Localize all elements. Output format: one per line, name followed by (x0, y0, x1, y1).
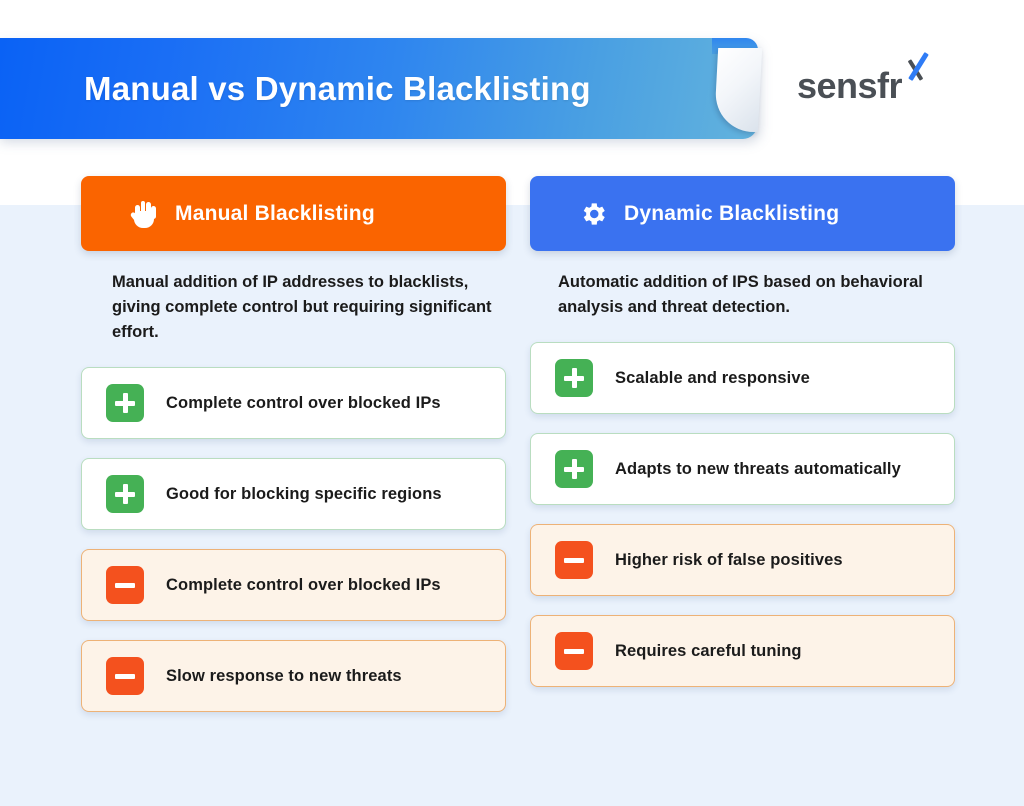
plus-icon (106, 475, 144, 514)
minus-icon (106, 657, 144, 696)
list-item[interactable]: Slow response to new threats (81, 640, 506, 713)
banner-ribbon (0, 38, 757, 139)
minus-icon (555, 541, 593, 580)
description-dynamic: Automatic addition of IPS based on behav… (558, 273, 923, 317)
list-item-label: Complete control over blocked IPs (166, 393, 441, 412)
list-item-label: Higher risk of false positives (615, 550, 843, 569)
minus-icon (106, 566, 144, 605)
feature-list-dynamic: Scalable and responsive Adapts to new th… (530, 342, 955, 688)
list-item[interactable]: Complete control over blocked IPs (81, 549, 506, 622)
section-header-dynamic-label: Dynamic Blacklisting (624, 201, 840, 225)
logo-x-icon (902, 52, 929, 98)
hand-icon (127, 197, 161, 231)
list-item-label: Requires careful tuning (615, 641, 802, 660)
list-item-label: Complete control over blocked IPs (166, 575, 441, 594)
list-item-label: Adapts to new threats automatically (615, 459, 901, 478)
list-item[interactable]: Complete control over blocked IPs (81, 367, 506, 440)
list-item[interactable]: Requires careful tuning (530, 615, 955, 688)
description-manual: Manual addition of IP addresses to black… (112, 273, 492, 342)
section-header-dynamic[interactable]: Dynamic Blacklisting (530, 176, 955, 251)
list-item[interactable]: Scalable and responsive (530, 342, 955, 415)
title-banner: Manual vs Dynamic Blacklisting (0, 38, 778, 142)
section-header-manual-label: Manual Blacklisting (175, 201, 375, 225)
list-item[interactable]: Higher risk of false positives (530, 524, 955, 597)
plus-icon (555, 450, 593, 489)
list-item-label: Slow response to new threats (166, 666, 402, 685)
logo-text: sensfr (797, 65, 903, 106)
plus-icon (555, 359, 593, 398)
list-item-label: Scalable and responsive (615, 368, 810, 387)
minus-icon (555, 632, 593, 671)
page-title: Manual vs Dynamic Blacklisting (84, 69, 591, 107)
section-header-manual[interactable]: Manual Blacklisting (81, 176, 506, 251)
list-item-label: Good for blocking specific regions (166, 484, 442, 503)
column-dynamic: Dynamic Blacklisting Automatic addition … (530, 176, 955, 706)
sensfrx-logo: sensfr (797, 52, 929, 107)
feature-list-manual: Complete control over blocked IPs Good f… (81, 367, 506, 713)
gear-icon (576, 197, 610, 231)
plus-icon (106, 384, 144, 423)
column-manual: Manual Blacklisting Manual addition of I… (81, 176, 506, 731)
list-item[interactable]: Good for blocking specific regions (81, 458, 506, 531)
list-item[interactable]: Adapts to new threats automatically (530, 433, 955, 506)
